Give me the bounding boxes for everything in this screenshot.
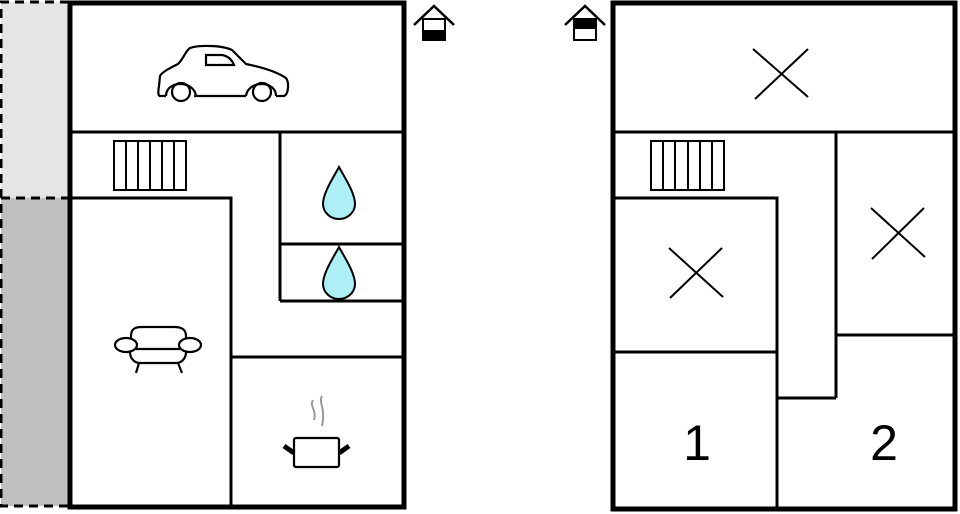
cross-icon — [752, 48, 809, 100]
bedroom-1-label: 1 — [683, 415, 711, 471]
water-drop-icon — [321, 244, 357, 301]
terrace — [0, 0, 69, 508]
stairs-icon — [113, 140, 187, 191]
cross-icon — [870, 207, 926, 260]
armchair-icon — [113, 325, 203, 374]
bedroom-2-label: 2 — [870, 415, 898, 471]
upper-floor — [610, 0, 958, 512]
stairs-icon — [650, 140, 725, 191]
water-drop-icon — [321, 164, 357, 221]
house-upper-floor-icon — [564, 4, 606, 41]
cross-icon — [668, 247, 724, 299]
cooking-pot-icon — [282, 395, 351, 469]
house-ground-floor-icon — [413, 4, 455, 41]
car-icon — [157, 44, 290, 103]
ground-floor — [67, 0, 407, 510]
